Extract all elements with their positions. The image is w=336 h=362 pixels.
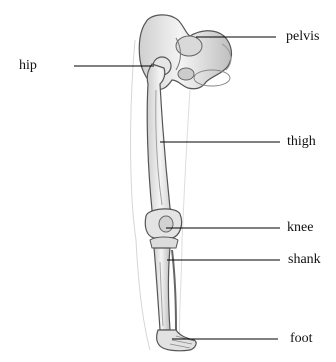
leg-outline-sketch bbox=[131, 40, 150, 350]
shank-label: shank bbox=[288, 252, 321, 268]
foot-label: foot bbox=[290, 331, 313, 347]
knee-label: knee bbox=[287, 220, 313, 236]
hip-label: hip bbox=[19, 58, 37, 74]
pelvis-label: pelvis bbox=[286, 29, 319, 45]
thigh-label: thigh bbox=[287, 134, 316, 150]
foot-bones bbox=[157, 330, 196, 351]
